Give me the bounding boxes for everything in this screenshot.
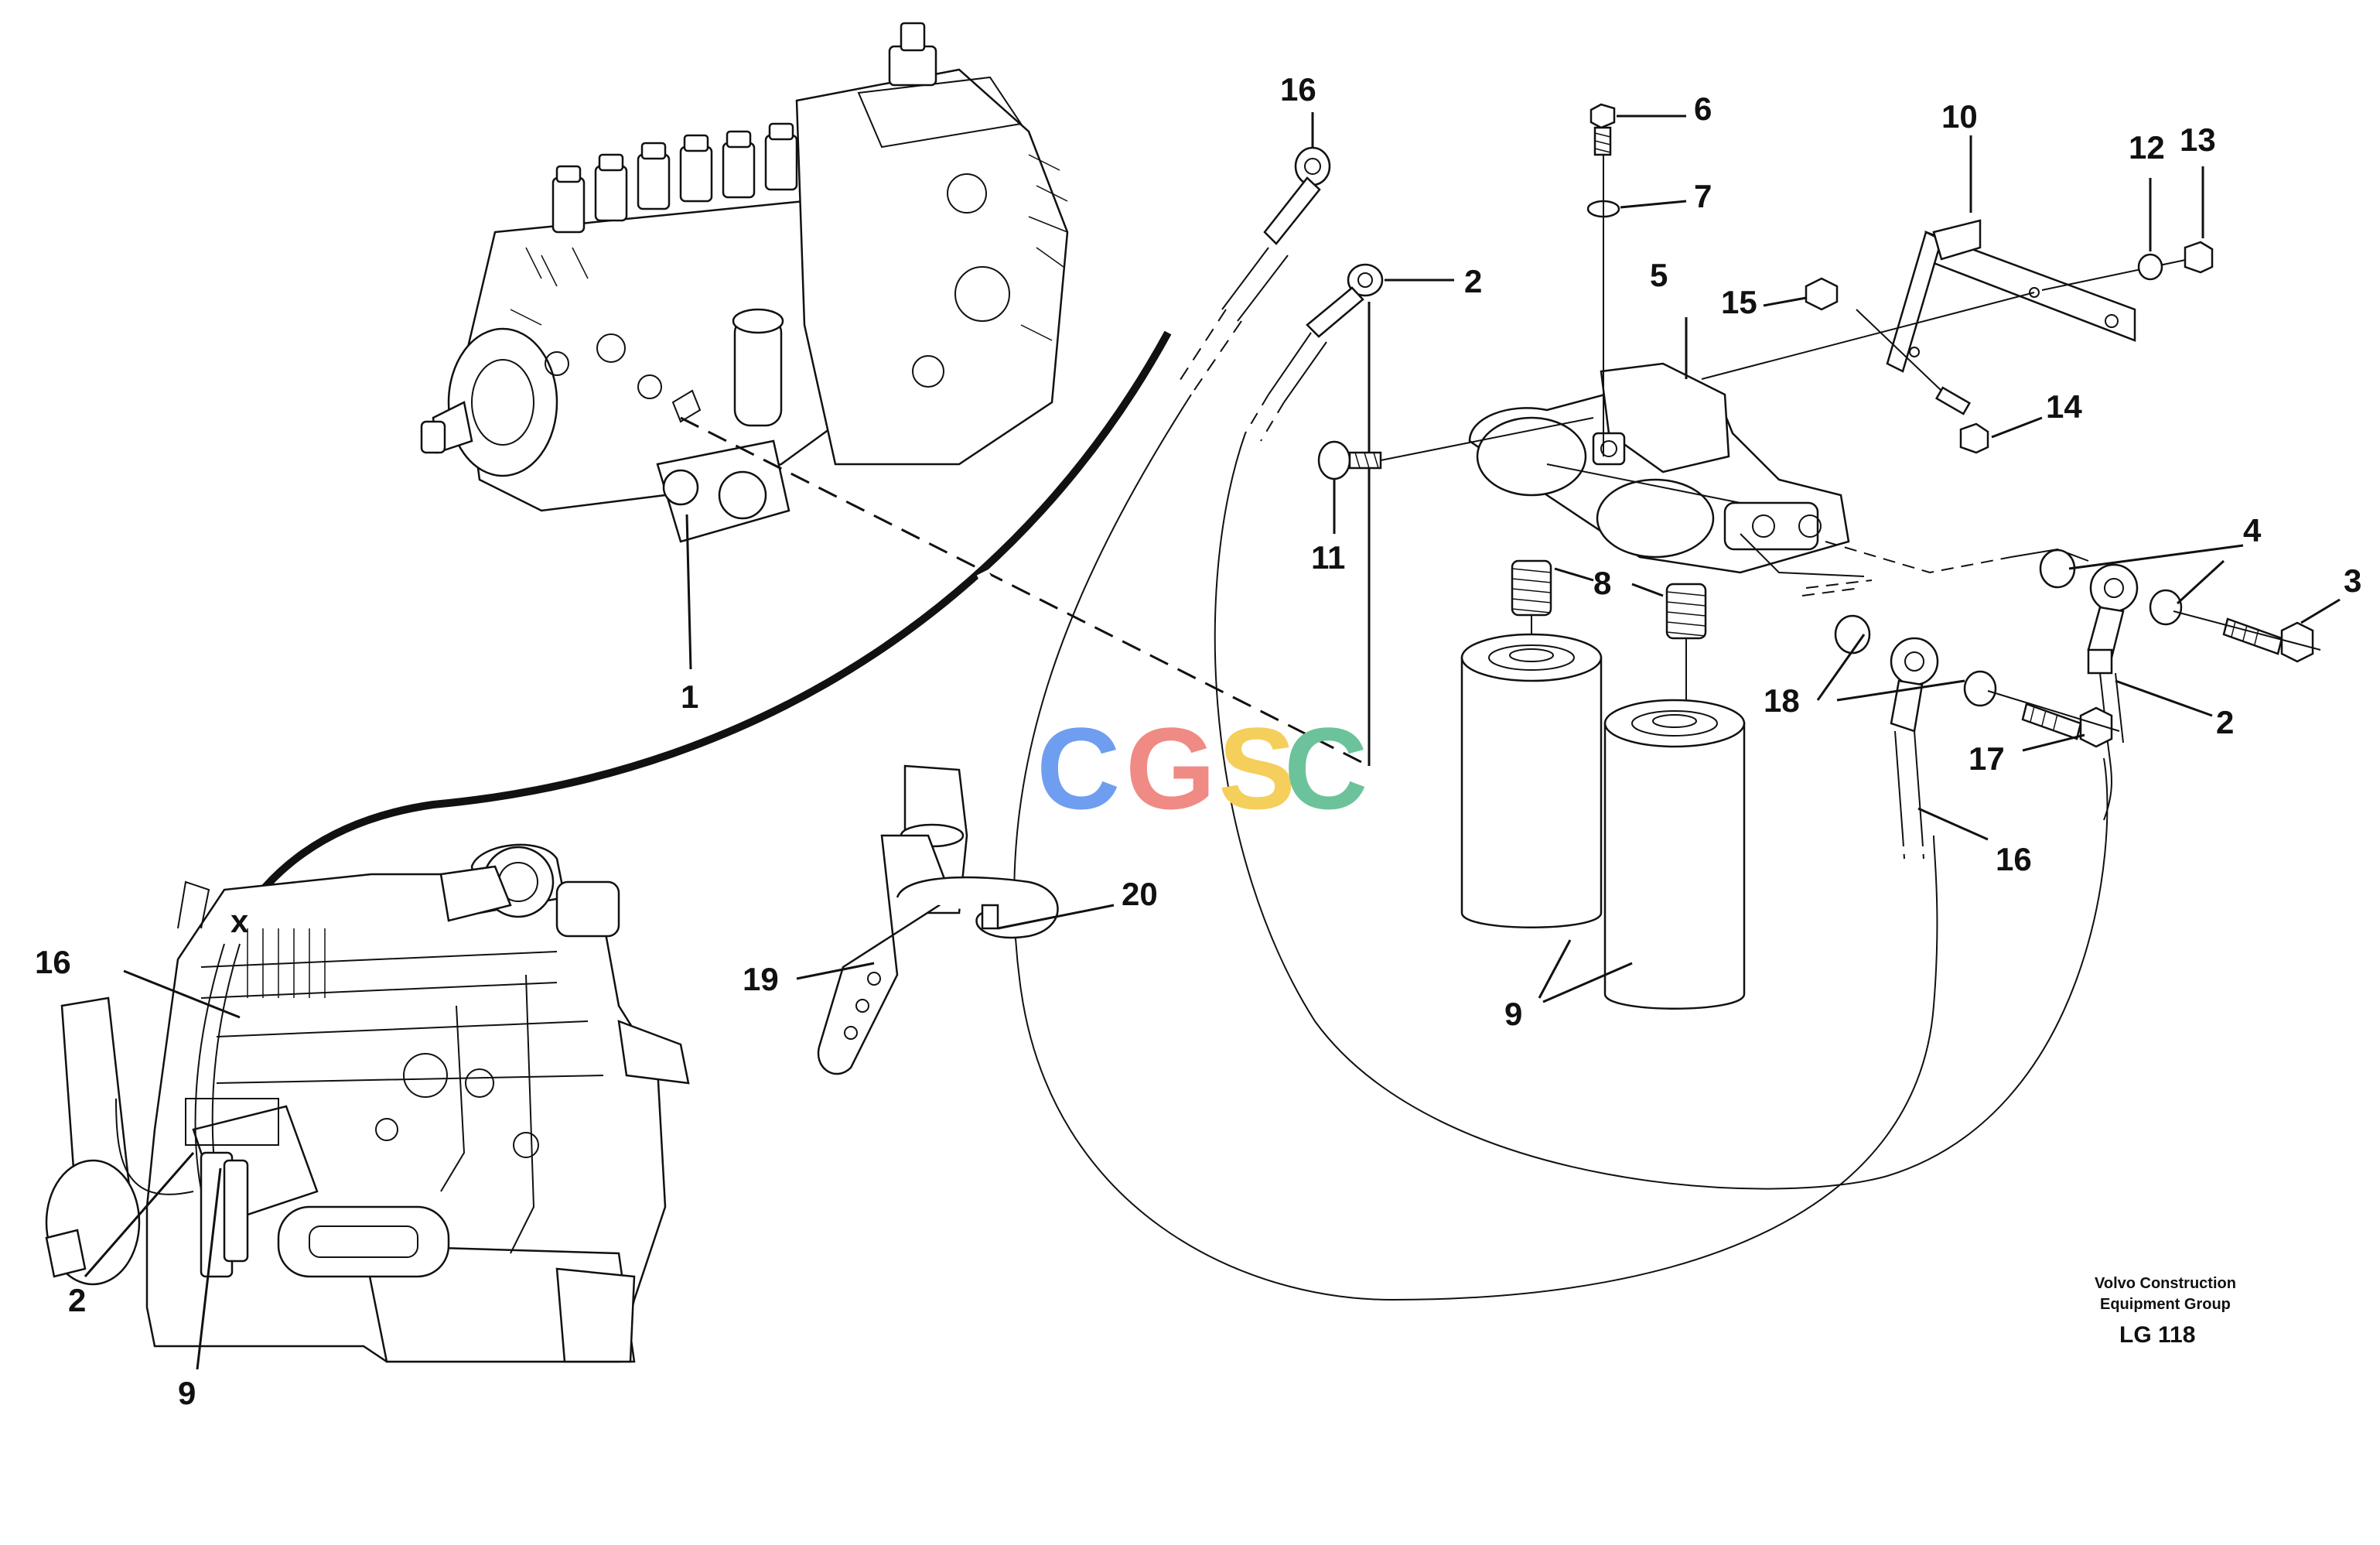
callout-5: 5 — [1650, 257, 1668, 293]
callout-9-main: 9 — [1504, 996, 1522, 1032]
fuel-hose-16 — [1013, 146, 1938, 1301]
bracket-10 — [1886, 219, 2136, 373]
callout-6: 6 — [1694, 91, 1712, 127]
filter-head — [1468, 362, 1850, 574]
screw-6 — [1590, 103, 1616, 156]
company-name-line1: Volvo Construction — [2095, 1275, 2236, 1292]
banjo-lower — [1834, 614, 2113, 860]
callout-13: 13 — [2180, 121, 2216, 158]
callout-8: 8 — [1593, 565, 1611, 601]
company-name-line2: Equipment Group — [2100, 1296, 2231, 1313]
callout-12: 12 — [2129, 129, 2165, 166]
nut-13 — [2184, 241, 2214, 274]
callout-20: 20 — [1122, 876, 1158, 912]
callout-16-right: 16 — [1996, 841, 2032, 877]
banjo-upper — [2039, 549, 2314, 675]
hose-clamp — [817, 764, 1059, 1075]
callout-2-right: 2 — [2216, 704, 2234, 740]
callout-4: 4 — [2243, 512, 2262, 549]
callout-2-engine: 2 — [68, 1282, 86, 1318]
washer-12 — [2137, 253, 2163, 281]
callout-1: 1 — [681, 679, 698, 715]
callout-16: 16 — [1280, 71, 1316, 108]
callout-19: 19 — [743, 961, 779, 997]
callout-16-engine: 16 — [35, 944, 71, 980]
fuel-hose-2 — [1214, 263, 2109, 1190]
engine-overview — [45, 843, 690, 1363]
filter-cartridge-left — [1460, 633, 1603, 928]
engine-filter-location — [200, 1151, 249, 1278]
callout-11: 11 — [1311, 539, 1345, 576]
injection-pump — [420, 22, 1069, 543]
watermark-logo: C G S C — [1036, 703, 1368, 833]
watermark-letter-g: G — [1125, 703, 1216, 833]
watermark-letter-s: S — [1218, 703, 1296, 833]
callout-15: 15 — [1721, 284, 1757, 320]
drawing-code: LG 118 — [2119, 1322, 2195, 1348]
callout-14: 14 — [2046, 388, 2082, 425]
pump-location-mark: x — [230, 903, 249, 939]
callout-7: 7 — [1694, 178, 1712, 214]
callout-10: 10 — [1941, 98, 1978, 135]
callout-3: 3 — [2344, 562, 2361, 599]
callout-2-top: 2 — [1464, 263, 1482, 299]
screw-14 — [1934, 386, 1989, 454]
nut-15 — [1805, 277, 1839, 311]
watermark-letter-c2: C — [1284, 703, 1368, 833]
watermark-letter-c1: C — [1036, 703, 1120, 833]
screw-11 — [1317, 440, 1382, 480]
callout-9-engine: 9 — [178, 1375, 196, 1411]
filter-cartridge-right — [1603, 699, 1746, 1010]
callout-18: 18 — [1764, 682, 1800, 719]
callout-17: 17 — [1969, 740, 2005, 777]
nipple-8 — [1511, 559, 1707, 640]
